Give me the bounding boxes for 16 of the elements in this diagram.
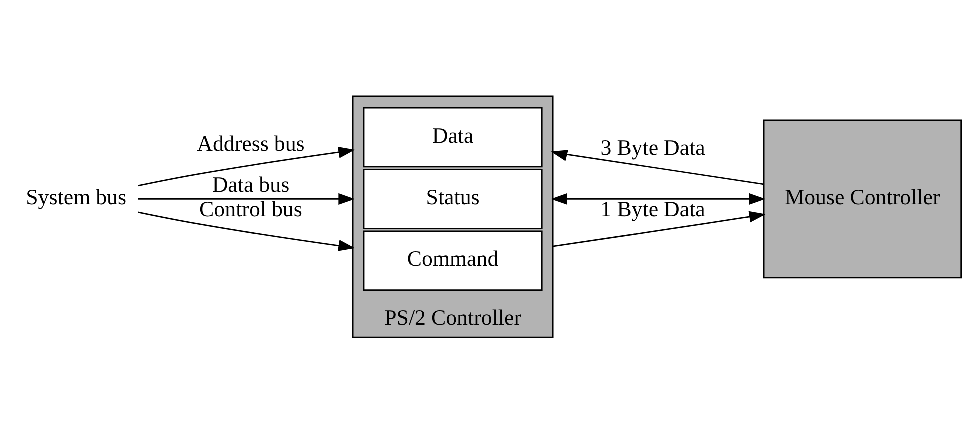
arrow <box>552 211 766 248</box>
node-box: Mouse Controller <box>763 120 962 279</box>
arrow <box>551 150 764 186</box>
arrow <box>138 193 356 205</box>
node-box: Status <box>363 169 543 230</box>
edge-label: Address bus <box>197 130 305 156</box>
node-text: System bus <box>26 184 127 210</box>
arrow <box>138 212 356 252</box>
arrow <box>138 147 356 187</box>
node-box: Data <box>363 107 543 168</box>
edge-label: 3 Byte Data <box>600 135 706 160</box>
edge-label: Control bus <box>200 196 302 222</box>
edge-label: 1 Byte Data <box>600 196 706 222</box>
edge-label: Data bus <box>212 172 290 198</box>
arrow <box>551 193 766 205</box>
node-box: Command <box>363 230 543 291</box>
